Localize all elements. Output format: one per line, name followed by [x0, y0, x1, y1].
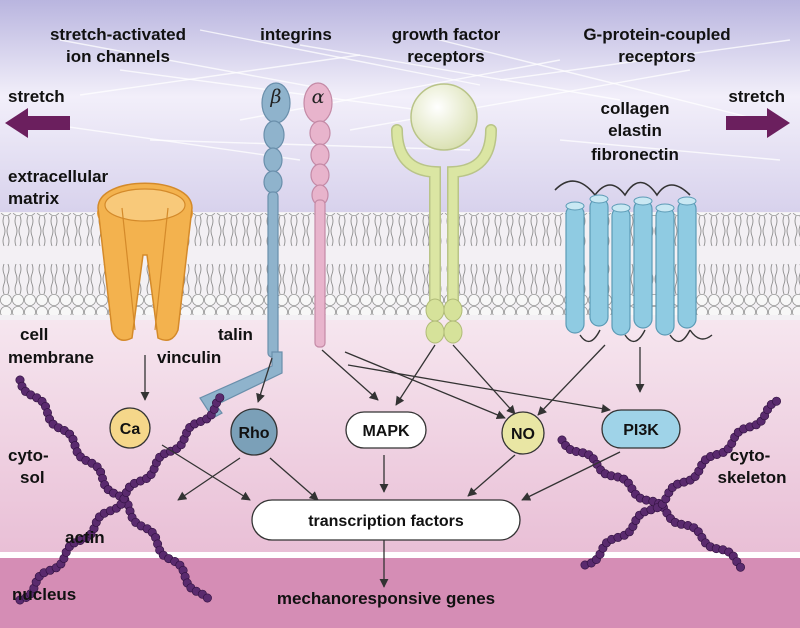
- arrow-gfr-mapk: [395, 344, 436, 406]
- node-mapk-label: MAPK: [362, 423, 410, 440]
- label-gpcr: G-protein-coupled: [583, 25, 730, 44]
- label-sol: sol: [20, 468, 45, 487]
- nuclear-envelope: [0, 552, 800, 558]
- label-gf-receptors: receptors: [407, 47, 484, 66]
- node-tf-label: transcription factors: [308, 513, 464, 530]
- nucleus-region: [0, 558, 800, 628]
- label-elastin: elastin: [608, 121, 662, 140]
- label-alpha: α: [312, 86, 325, 108]
- node-ca-label: Ca: [120, 421, 141, 438]
- arrow-gpcr-no: [537, 344, 606, 416]
- label-cell: cell: [20, 325, 48, 344]
- label-ion-channels: ion channels: [66, 47, 170, 66]
- arrow-rho-down: [177, 457, 241, 501]
- label-skeleton: skeleton: [718, 468, 787, 487]
- label-cyto-2: cyto-: [730, 446, 771, 465]
- node-no-label: NO: [511, 426, 535, 443]
- actin-filaments: [15, 375, 781, 605]
- label-mechanoresponsive-genes: mechanoresponsive genes: [277, 589, 495, 608]
- label-membrane: membrane: [8, 348, 94, 367]
- stretch-right-arrow: [726, 108, 790, 138]
- label-fibronectin: fibronectin: [591, 145, 679, 164]
- label-stretch-activated: stretch-activated: [50, 25, 186, 44]
- node-rho: Rho: [230, 408, 278, 456]
- label-integrins: integrins: [260, 25, 332, 44]
- label-nucleus: nucleus: [12, 585, 76, 604]
- node-mapk: MAPK: [345, 411, 427, 449]
- arrow-rho-tf: [269, 457, 319, 501]
- label-beta: β: [270, 86, 282, 108]
- label-stretch-left: stretch: [8, 87, 65, 106]
- node-pi3k-label: PI3K: [623, 422, 659, 439]
- label-cyto: cyto-: [8, 446, 49, 465]
- arrow-gfr-no: [452, 344, 516, 415]
- label-matrix: matrix: [8, 189, 60, 208]
- node-transcription-factors: transcription factors: [251, 499, 521, 541]
- arrow-pi3k-tf: [521, 451, 621, 501]
- arrow-integrin-pi3k: [347, 364, 611, 414]
- label-stretch-right: stretch: [728, 87, 785, 106]
- arrow-no-tf: [467, 454, 516, 497]
- label-extracellular: extracellular: [8, 167, 109, 186]
- node-rho-label: Rho: [238, 425, 269, 442]
- label-growth-factor: growth factor: [392, 25, 501, 44]
- ion-channel-icon: [97, 182, 193, 341]
- growth-factor-receptor-icon: [391, 83, 497, 344]
- actin-filament-1: [15, 375, 212, 603]
- actin-filament-2: [15, 393, 225, 605]
- arrow-ca-tf: [161, 444, 251, 501]
- alpha-integrin-icon: [303, 82, 333, 348]
- actin-filament-4: [580, 396, 781, 570]
- arrow-integrin-no: [344, 351, 506, 420]
- signal-arrows: [140, 344, 645, 588]
- label-actin: actin: [65, 528, 105, 547]
- label-gpcr-receptors: receptors: [618, 47, 695, 66]
- node-pi3k: PI3K: [601, 409, 681, 449]
- arrow-integrin-mapk: [321, 349, 379, 401]
- stretch-left-arrow: [5, 108, 70, 138]
- label-collagen: collagen: [601, 99, 670, 118]
- label-talin: talin: [218, 325, 253, 344]
- gpcr-icon: [554, 180, 713, 343]
- label-vinculin: vinculin: [157, 348, 221, 367]
- arrow-integrin-rho: [256, 357, 273, 403]
- node-no: NO: [501, 411, 545, 455]
- node-ca: Ca: [109, 407, 151, 449]
